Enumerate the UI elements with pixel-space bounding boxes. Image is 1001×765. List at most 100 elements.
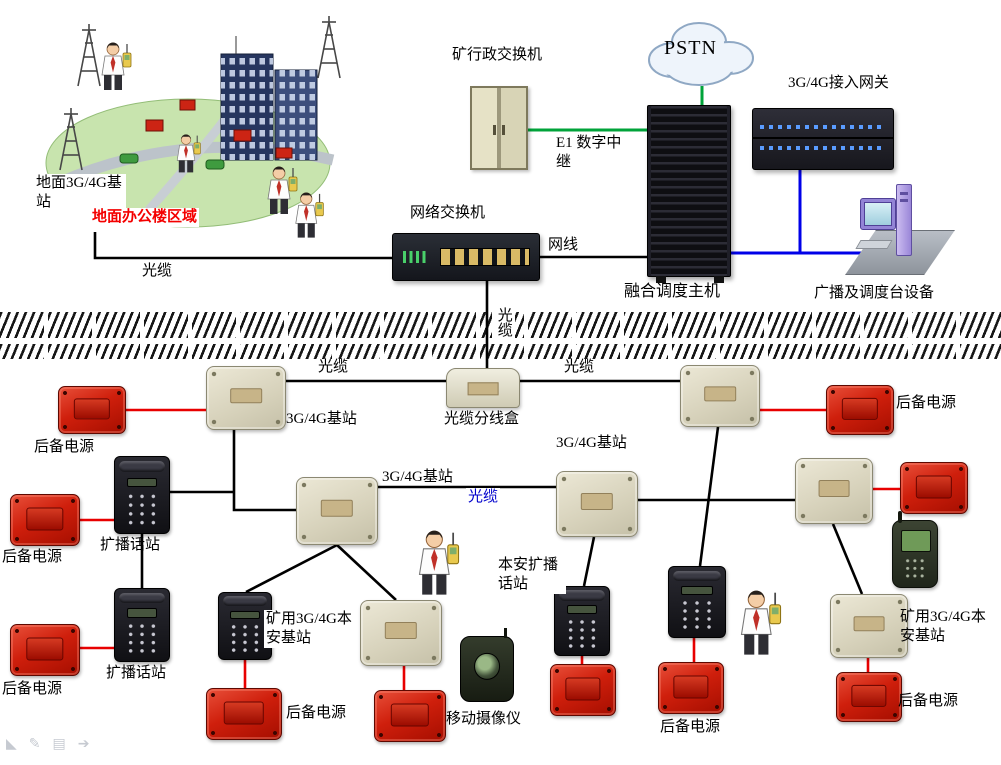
phone-screen [566,605,598,615]
person-with-handheld-icon [736,589,782,660]
backup-power-label: 后备电源 [660,719,721,735]
phone-handset [558,590,606,601]
fiber-label: 光缆 [318,359,349,375]
gateway-label: 3G/4G接入网关 [788,75,889,91]
cable-line [232,430,296,512]
fiber-label: 光缆 [466,488,501,507]
mobile-camera-device [460,628,514,702]
phone-keypad [679,599,715,632]
base-station-device [206,366,286,430]
phone-keypad [228,623,262,654]
phone-handset [672,570,722,581]
pointer-arrow-icon[interactable]: ◣ [6,736,17,752]
gateway-led-row [760,124,886,129]
e1-relay-label: E1 数字中继 [556,135,622,170]
phone-keypad [124,491,160,527]
phone-handset [118,460,166,473]
cable-line [698,426,720,567]
phone-screen [230,610,260,620]
person-with-handheld-icon [414,529,460,600]
base-station-label: 3G/4G基站 [286,411,357,427]
switch-port-row [439,247,531,267]
console-screen [864,202,892,226]
slideshow-toolbar: ◣ ✎ ▤ ➔ [6,736,89,752]
backup-power-label: 后备电源 [2,681,63,697]
slide-panel-icon[interactable]: ▤ [52,736,66,752]
admin-switch-cabinet [470,86,528,170]
pstn-cloud [635,12,765,97]
backup-power-label: 后备电源 [898,693,959,709]
fiber-splitter-box [446,368,520,408]
backup-power-device [10,624,80,676]
cable-line [582,536,596,587]
fiber-label: 光缆 [564,359,595,375]
backup-power-device [58,386,126,434]
backup-power-label: 后备电源 [896,395,957,411]
ground-surface-hatch-lower [0,344,1001,359]
phone-keypad [124,622,160,656]
mine-station-label: 矿用3G/4G本安基站 [264,610,354,648]
switch-led-block [403,251,430,263]
backup-power-label: 后备电源 [286,705,347,721]
backup-power-device [658,662,724,714]
backup-power-device [206,688,282,740]
phone-handset [118,592,166,604]
cable-line [336,544,397,601]
dispatch-host-label: 融合调度主机 [624,283,721,300]
phone-screen [681,585,713,595]
red-equipment-boxes [145,99,293,159]
camera-antenna [504,628,507,638]
amp-phone-label: 扩播话站 [106,665,167,681]
base-station-device [795,458,873,524]
safe-amp-phone-label: 本安扩播话站 [496,556,566,594]
backup-power-label: 后备电源 [34,439,95,455]
net-cable-label: 网线 [548,237,579,253]
admin-switch-label: 矿行政交换机 [452,47,543,63]
phone-keypad [564,618,600,650]
shaft-fiber-label: 光缆 [492,302,515,342]
phone-screen [126,477,158,488]
surface-fiber-label: 光缆 [142,263,173,279]
safe-amp-phone-device [554,586,610,656]
network-switch-label: 网络交换机 [410,205,486,221]
backup-power-device [900,462,968,514]
broadcast-console-label: 广播及调度台设备 [814,285,935,301]
base-station-device [296,477,378,545]
pen-icon[interactable]: ✎ [28,736,41,752]
backup-power-device [10,494,80,546]
phone-screen [126,608,158,618]
base-station-device [556,471,638,537]
mine-station-label: 矿用3G/4G本安基站 [900,609,986,644]
ground-station-label: 地面3G/4G基站 [34,174,126,212]
office-buildings [220,36,318,161]
dispatch-host-rack [647,105,731,283]
base-station-device [680,365,760,427]
mine-handheld-device [892,511,938,588]
backup-power-device [826,385,894,435]
safe-amp-phone-device [668,566,726,638]
backup-power-device [836,672,902,722]
console-tower [896,184,912,256]
phone-handset [222,596,268,607]
fiber-splitter-label: 光缆分线盒 [444,411,520,427]
base-station-label: 3G/4G基站 [556,435,627,451]
amp-phone-label: 扩播话站 [100,537,161,553]
backup-power-label: 后备电源 [2,549,63,565]
gateway-led-row [760,146,886,151]
handheld-antenna [898,511,902,523]
network-switch-device [392,233,540,281]
mine-safe-station-device [830,594,908,658]
amp-phone-device [114,456,170,534]
console-keyboard [855,240,893,249]
gateway-device [752,108,894,170]
console-monitor [860,198,896,230]
backup-power-device [550,664,616,716]
mobile-camera-label: 移动摄像仪 [446,711,522,727]
next-arrow-icon[interactable]: ➔ [77,736,90,752]
gateway-divider [753,136,893,139]
mine-safe-station-device [360,600,442,666]
amp-phone-device [114,588,170,662]
cable-line [831,523,864,595]
base-station-label: 3G/4G基站 [382,469,453,485]
backup-power-device [374,690,446,742]
